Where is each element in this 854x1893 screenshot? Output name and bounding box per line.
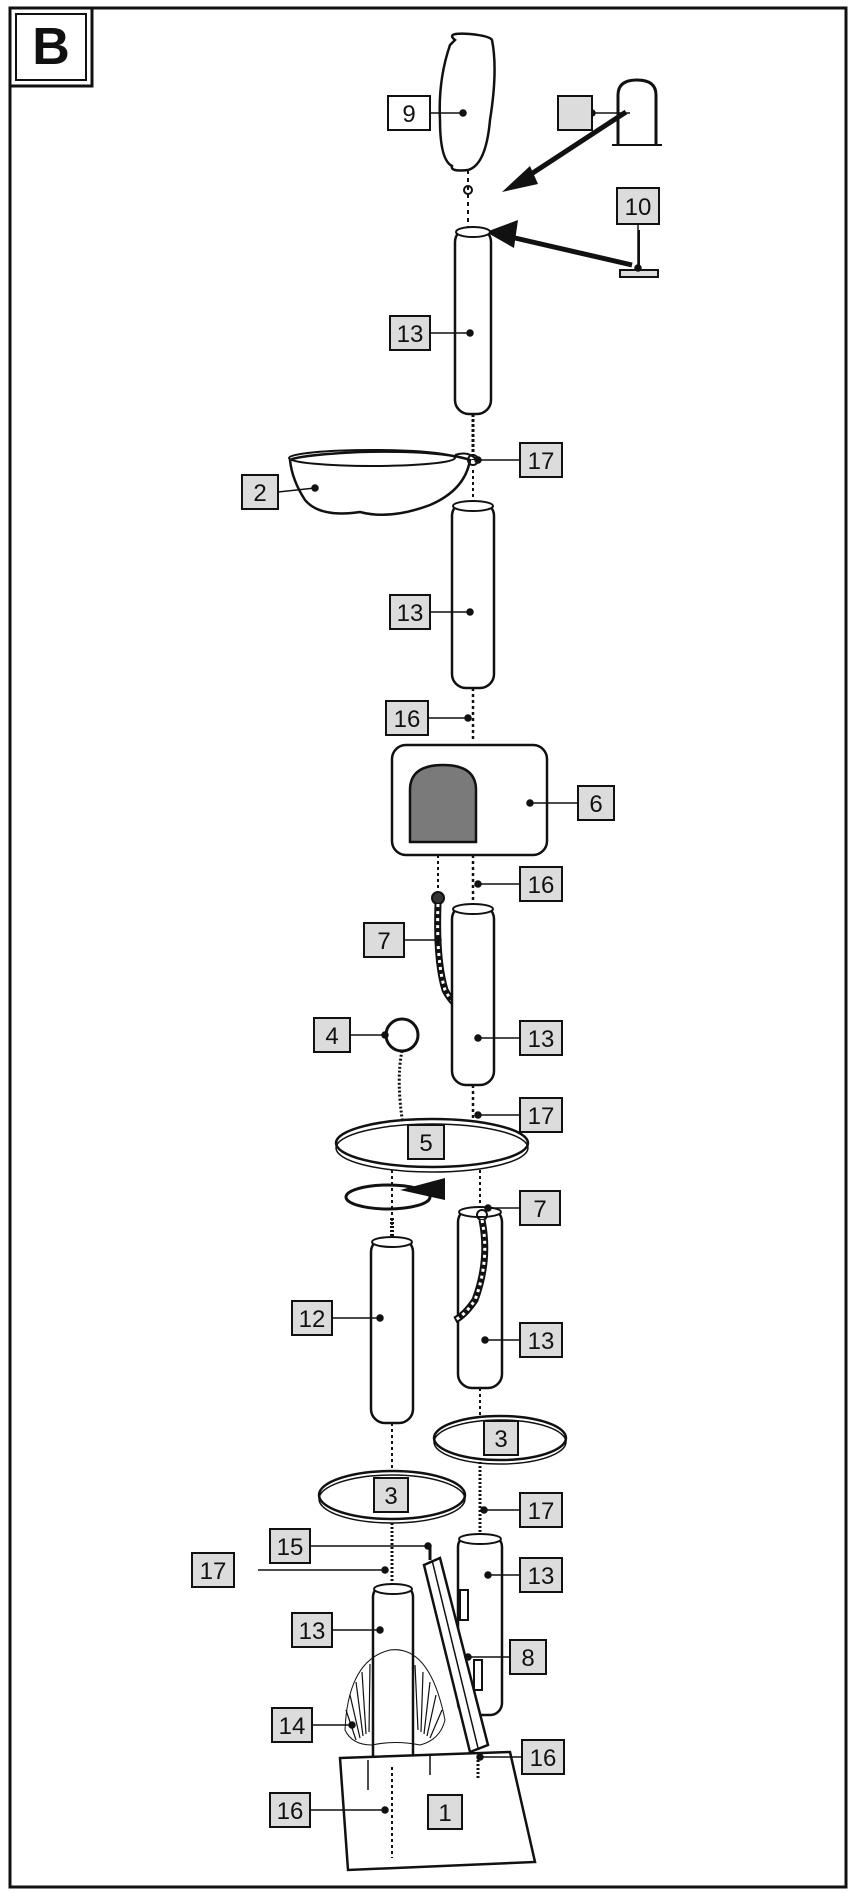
callout-17d: 17: [191, 1552, 235, 1588]
callout-5: 5: [407, 1124, 445, 1160]
tube-13-third: [450, 903, 496, 1140]
svg-text:8: 8: [521, 1645, 534, 1672]
callout-16b: 16: [519, 866, 563, 902]
svg-text:13: 13: [397, 600, 424, 627]
leader-lines: [258, 109, 642, 1814]
part-4-ball-toy: [384, 1017, 420, 1126]
part-9-cushion: [438, 32, 496, 228]
svg-text:10: 10: [625, 194, 652, 221]
svg-text:3: 3: [384, 1483, 397, 1510]
svg-text:1: 1: [438, 1800, 451, 1827]
callout-12: 12: [291, 1300, 333, 1336]
callout-13e: 13: [519, 1557, 563, 1593]
callout-3b: 3: [373, 1477, 409, 1513]
callout-8: 8: [509, 1639, 547, 1675]
callout-13f: 13: [291, 1612, 333, 1648]
callout-17b: 17: [519, 1097, 563, 1133]
outer-frame: [8, 6, 848, 1889]
callout-1: 1: [427, 1794, 463, 1830]
svg-text:3: 3: [494, 1426, 507, 1453]
callout-3a: 3: [483, 1420, 519, 1456]
svg-text:16: 16: [394, 706, 421, 733]
callout-2: 2: [241, 474, 279, 510]
svg-text:13: 13: [397, 321, 424, 348]
svg-text:17: 17: [528, 1103, 555, 1130]
svg-text:16: 16: [277, 1798, 304, 1825]
panel-letter: B: [32, 18, 70, 76]
callout-7b: 7: [519, 1190, 561, 1226]
callout-17a: 17: [519, 442, 563, 478]
panel-letter-box: B: [8, 6, 94, 88]
part-14-brush: [344, 1649, 446, 1746]
svg-text:15: 15: [277, 1534, 304, 1561]
callout-16a: 16: [385, 700, 429, 736]
part-6-box: [390, 743, 549, 857]
callout-17c: 17: [519, 1492, 563, 1528]
callout-9: 9: [387, 95, 431, 131]
svg-text:14: 14: [279, 1713, 306, 1740]
part-hood: [612, 78, 662, 146]
callout-7a: 7: [363, 922, 405, 958]
tube-13-second: [450, 470, 496, 740]
svg-text:7: 7: [533, 1196, 546, 1223]
svg-text:16: 16: [530, 1745, 557, 1772]
svg-text:6: 6: [589, 791, 602, 818]
svg-text:17: 17: [528, 1498, 555, 1525]
tube-13-sixth: [371, 1583, 415, 1769]
callout-13b: 13: [389, 594, 431, 630]
part-2-bowl: [288, 449, 479, 517]
svg-text:13: 13: [528, 1563, 555, 1590]
svg-text:5: 5: [419, 1130, 432, 1157]
callout-10: 10: [616, 187, 660, 225]
tube-13-top: [453, 226, 493, 416]
tube-13-fourth: [453, 1170, 504, 1418]
callout-hood: [557, 95, 593, 131]
svg-text:4: 4: [325, 1023, 338, 1050]
part-10-washer: [619, 230, 659, 278]
rotation-arrow: [344, 1178, 445, 1211]
svg-text:13: 13: [528, 1328, 555, 1355]
svg-text:13: 13: [299, 1618, 326, 1645]
callout-16c: 16: [521, 1739, 565, 1775]
callout-6: 6: [577, 785, 615, 821]
svg-text:7: 7: [377, 928, 390, 955]
svg-text:9: 9: [402, 101, 415, 128]
svg-text:17: 17: [200, 1558, 227, 1585]
callout-4: 4: [313, 1017, 351, 1053]
callout-14: 14: [271, 1707, 313, 1743]
callout-13c: 13: [519, 1020, 563, 1056]
tube-12: [369, 1170, 415, 1470]
svg-text:2: 2: [253, 480, 266, 507]
part-8-scratch-board: [422, 1545, 490, 1754]
callout-13d: 13: [519, 1322, 563, 1358]
svg-text:13: 13: [528, 1026, 555, 1053]
callout-13a: 13: [389, 315, 431, 351]
svg-text:17: 17: [528, 448, 555, 475]
svg-text:12: 12: [299, 1306, 326, 1333]
callout-15: 15: [269, 1528, 311, 1564]
svg-text:16: 16: [528, 872, 555, 899]
arrows-top: [486, 109, 633, 268]
callout-16d: 16: [269, 1792, 311, 1828]
